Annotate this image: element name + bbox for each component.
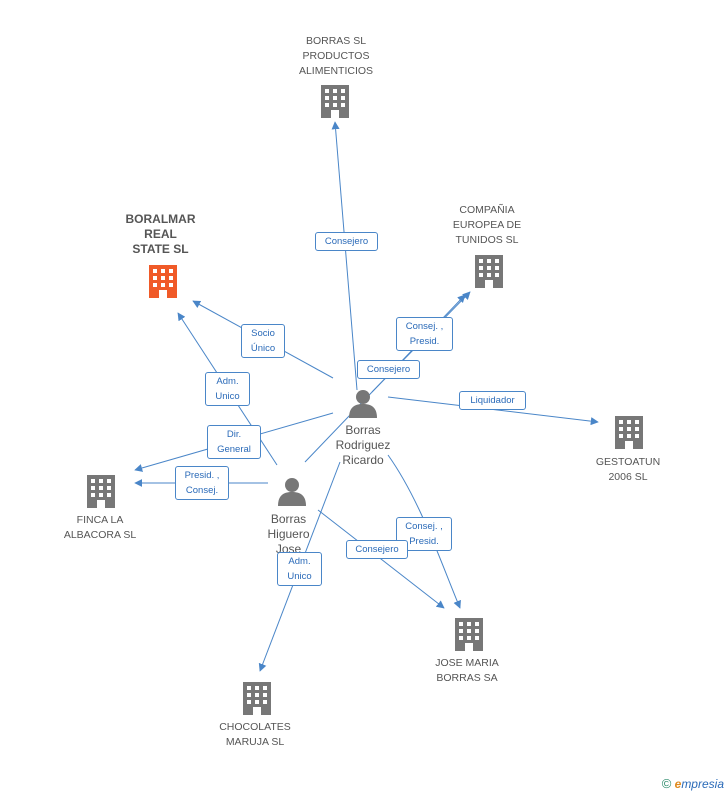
- edge-label-adm-unico-chocolates: Adm. Unico: [277, 552, 322, 586]
- edge-label-adm-unico-boralmar: Adm. Unico: [205, 372, 250, 406]
- empresia-logo[interactable]: © empresia: [662, 776, 724, 791]
- company-label-chocolates[interactable]: CHOCOLATES MARUJA SL: [219, 721, 291, 748]
- building-icon-boralmar[interactable]: [149, 265, 177, 298]
- person-label-jose[interactable]: Borras Higuero Jose: [267, 512, 310, 556]
- company-label-jose-maria[interactable]: JOSE MARIA BORRAS SA: [435, 657, 499, 684]
- edge-label-liquidador: Liquidador: [459, 391, 526, 410]
- building-icon-borras-sl[interactable]: [321, 85, 349, 118]
- edge-label-presid-consej-finca: Presid. , Consej.: [175, 466, 229, 500]
- building-icon-jose-maria[interactable]: [455, 618, 483, 651]
- edge-jose-jmb: [317, 509, 445, 609]
- edge-label-consej-presid-europea: Consej. , Presid.: [396, 317, 453, 351]
- building-icon-gestoatun[interactable]: [615, 416, 643, 449]
- copyright-symbol: ©: [661, 776, 672, 791]
- person-icon-ricardo[interactable]: [349, 390, 377, 418]
- edge-label-consejero-borras: Consejero: [315, 232, 378, 251]
- person-icon-jose[interactable]: [278, 478, 306, 506]
- person-label-ricardo[interactable]: Borras Rodriguez Ricardo: [335, 423, 391, 467]
- building-icon-chocolates[interactable]: [243, 682, 271, 715]
- edge-ricardo-borras-sl: [331, 121, 358, 391]
- edge-label-dir-general: Dir. General: [207, 425, 261, 459]
- building-icon-europea[interactable]: [475, 255, 503, 288]
- company-label-finca[interactable]: FINCA LA ALBACORA SL: [63, 514, 137, 541]
- brand-initial: e: [674, 777, 682, 791]
- edge-label-socio-unico: Socio Único: [241, 324, 285, 358]
- edge-label-consej-presid-jmb: Consej. , Presid.: [396, 517, 452, 551]
- edge-label-consejero-jmb: Consejero: [346, 540, 408, 559]
- company-label-boralmar[interactable]: BORALMAR REAL STATE SL: [125, 212, 196, 256]
- edge-label-consejero-europea: Consejero: [357, 360, 420, 379]
- company-label-borras-sl[interactable]: BORRAS SL PRODUCTOS ALIMENTICIOS: [298, 35, 374, 77]
- brand-name: mpresia: [681, 777, 724, 791]
- building-icon-finca[interactable]: [87, 475, 115, 508]
- company-label-europea[interactable]: COMPAÑIA EUROPEA DE TUNIDOS SL: [452, 204, 522, 246]
- company-label-gestoatun[interactable]: GESTOATUN 2006 SL: [595, 456, 661, 483]
